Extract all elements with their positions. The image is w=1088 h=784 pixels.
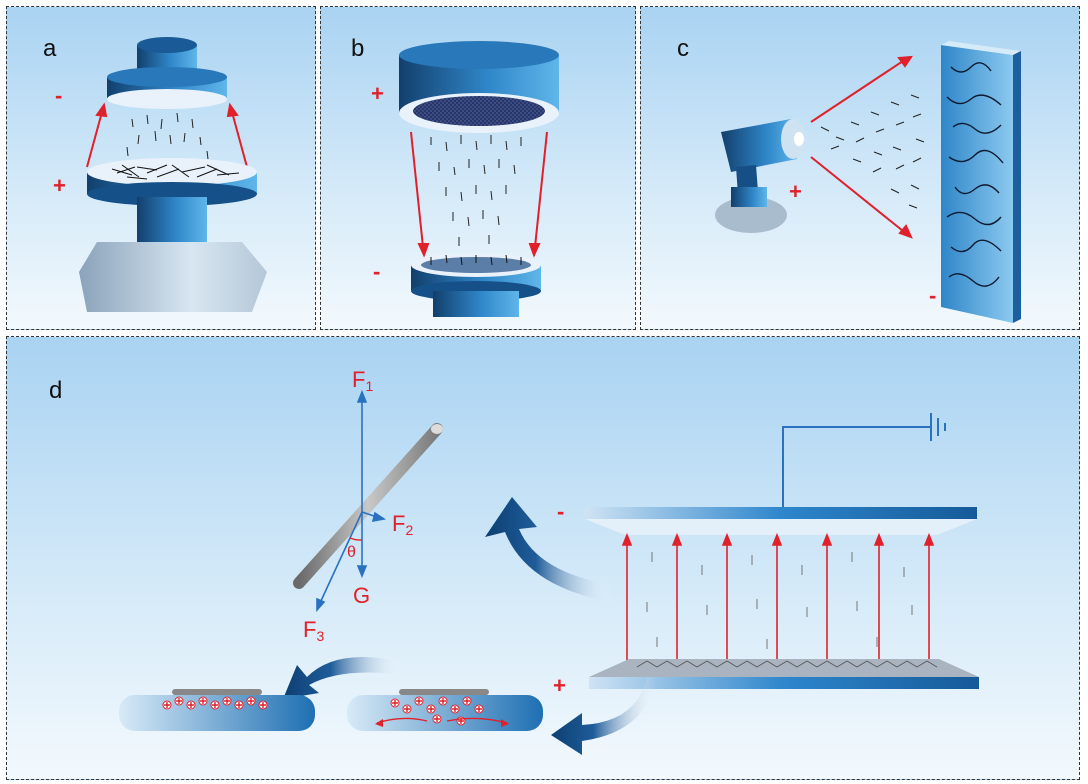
curved-arrow-lower	[551, 677, 657, 755]
charged-pill-left	[119, 689, 315, 731]
panel-d: F1 F2 F3 G θ	[6, 336, 1080, 780]
curved-arrow-upper	[485, 497, 612, 602]
force-label-g: G	[353, 583, 370, 608]
panel-c: c + -	[640, 6, 1080, 330]
panel-b: b + -	[320, 6, 636, 330]
panel-c-illustration	[715, 41, 1021, 323]
floating-fibers	[126, 112, 209, 160]
panel-a: a - +	[6, 6, 316, 330]
spray-arrows	[810, 55, 913, 239]
ground-wire	[782, 413, 946, 509]
force-label-f1: F1	[352, 367, 373, 394]
sign-minus-b: -	[373, 259, 381, 284]
sign-minus-c: -	[929, 283, 937, 308]
angle-label-theta: θ	[347, 544, 356, 561]
spray-fibers	[820, 94, 925, 209]
spray-gun	[715, 119, 805, 233]
panel-d-illustration: F1 F2 F3 G θ	[119, 367, 979, 755]
fiber-rod	[293, 423, 443, 589]
force-label-f2: F2	[392, 511, 413, 538]
panel-a-illustration	[79, 37, 267, 312]
field-arrows	[410, 131, 548, 258]
instrument-base	[79, 242, 267, 312]
sign-plus-a: +	[53, 173, 66, 198]
fiber-force-diagram	[293, 389, 443, 613]
panel-letter-b: b	[351, 35, 365, 62]
panel-letter-c: c	[677, 35, 689, 62]
mesh-screen	[413, 96, 545, 126]
electrode-plate-top	[585, 507, 977, 519]
panel-letter-a: a	[43, 35, 57, 62]
sign-plus-b: +	[371, 81, 384, 106]
curved-arrow-middle	[283, 657, 402, 699]
charged-pill-right	[347, 689, 543, 731]
collector-plate	[941, 41, 1021, 323]
sign-plus-d: +	[553, 673, 566, 698]
panel-letter-d: d	[49, 377, 63, 404]
aligned-fibers	[646, 552, 913, 649]
field-lines	[621, 532, 935, 667]
field-arrows	[86, 102, 248, 168]
panel-b-illustration	[399, 41, 559, 317]
sign-plus-c: +	[789, 179, 802, 204]
electrode-plate-bottom	[589, 659, 979, 677]
falling-fibers	[430, 135, 522, 246]
force-label-f3: F3	[303, 617, 324, 644]
sign-minus-d: -	[557, 499, 565, 524]
sign-minus-a: -	[55, 83, 63, 108]
